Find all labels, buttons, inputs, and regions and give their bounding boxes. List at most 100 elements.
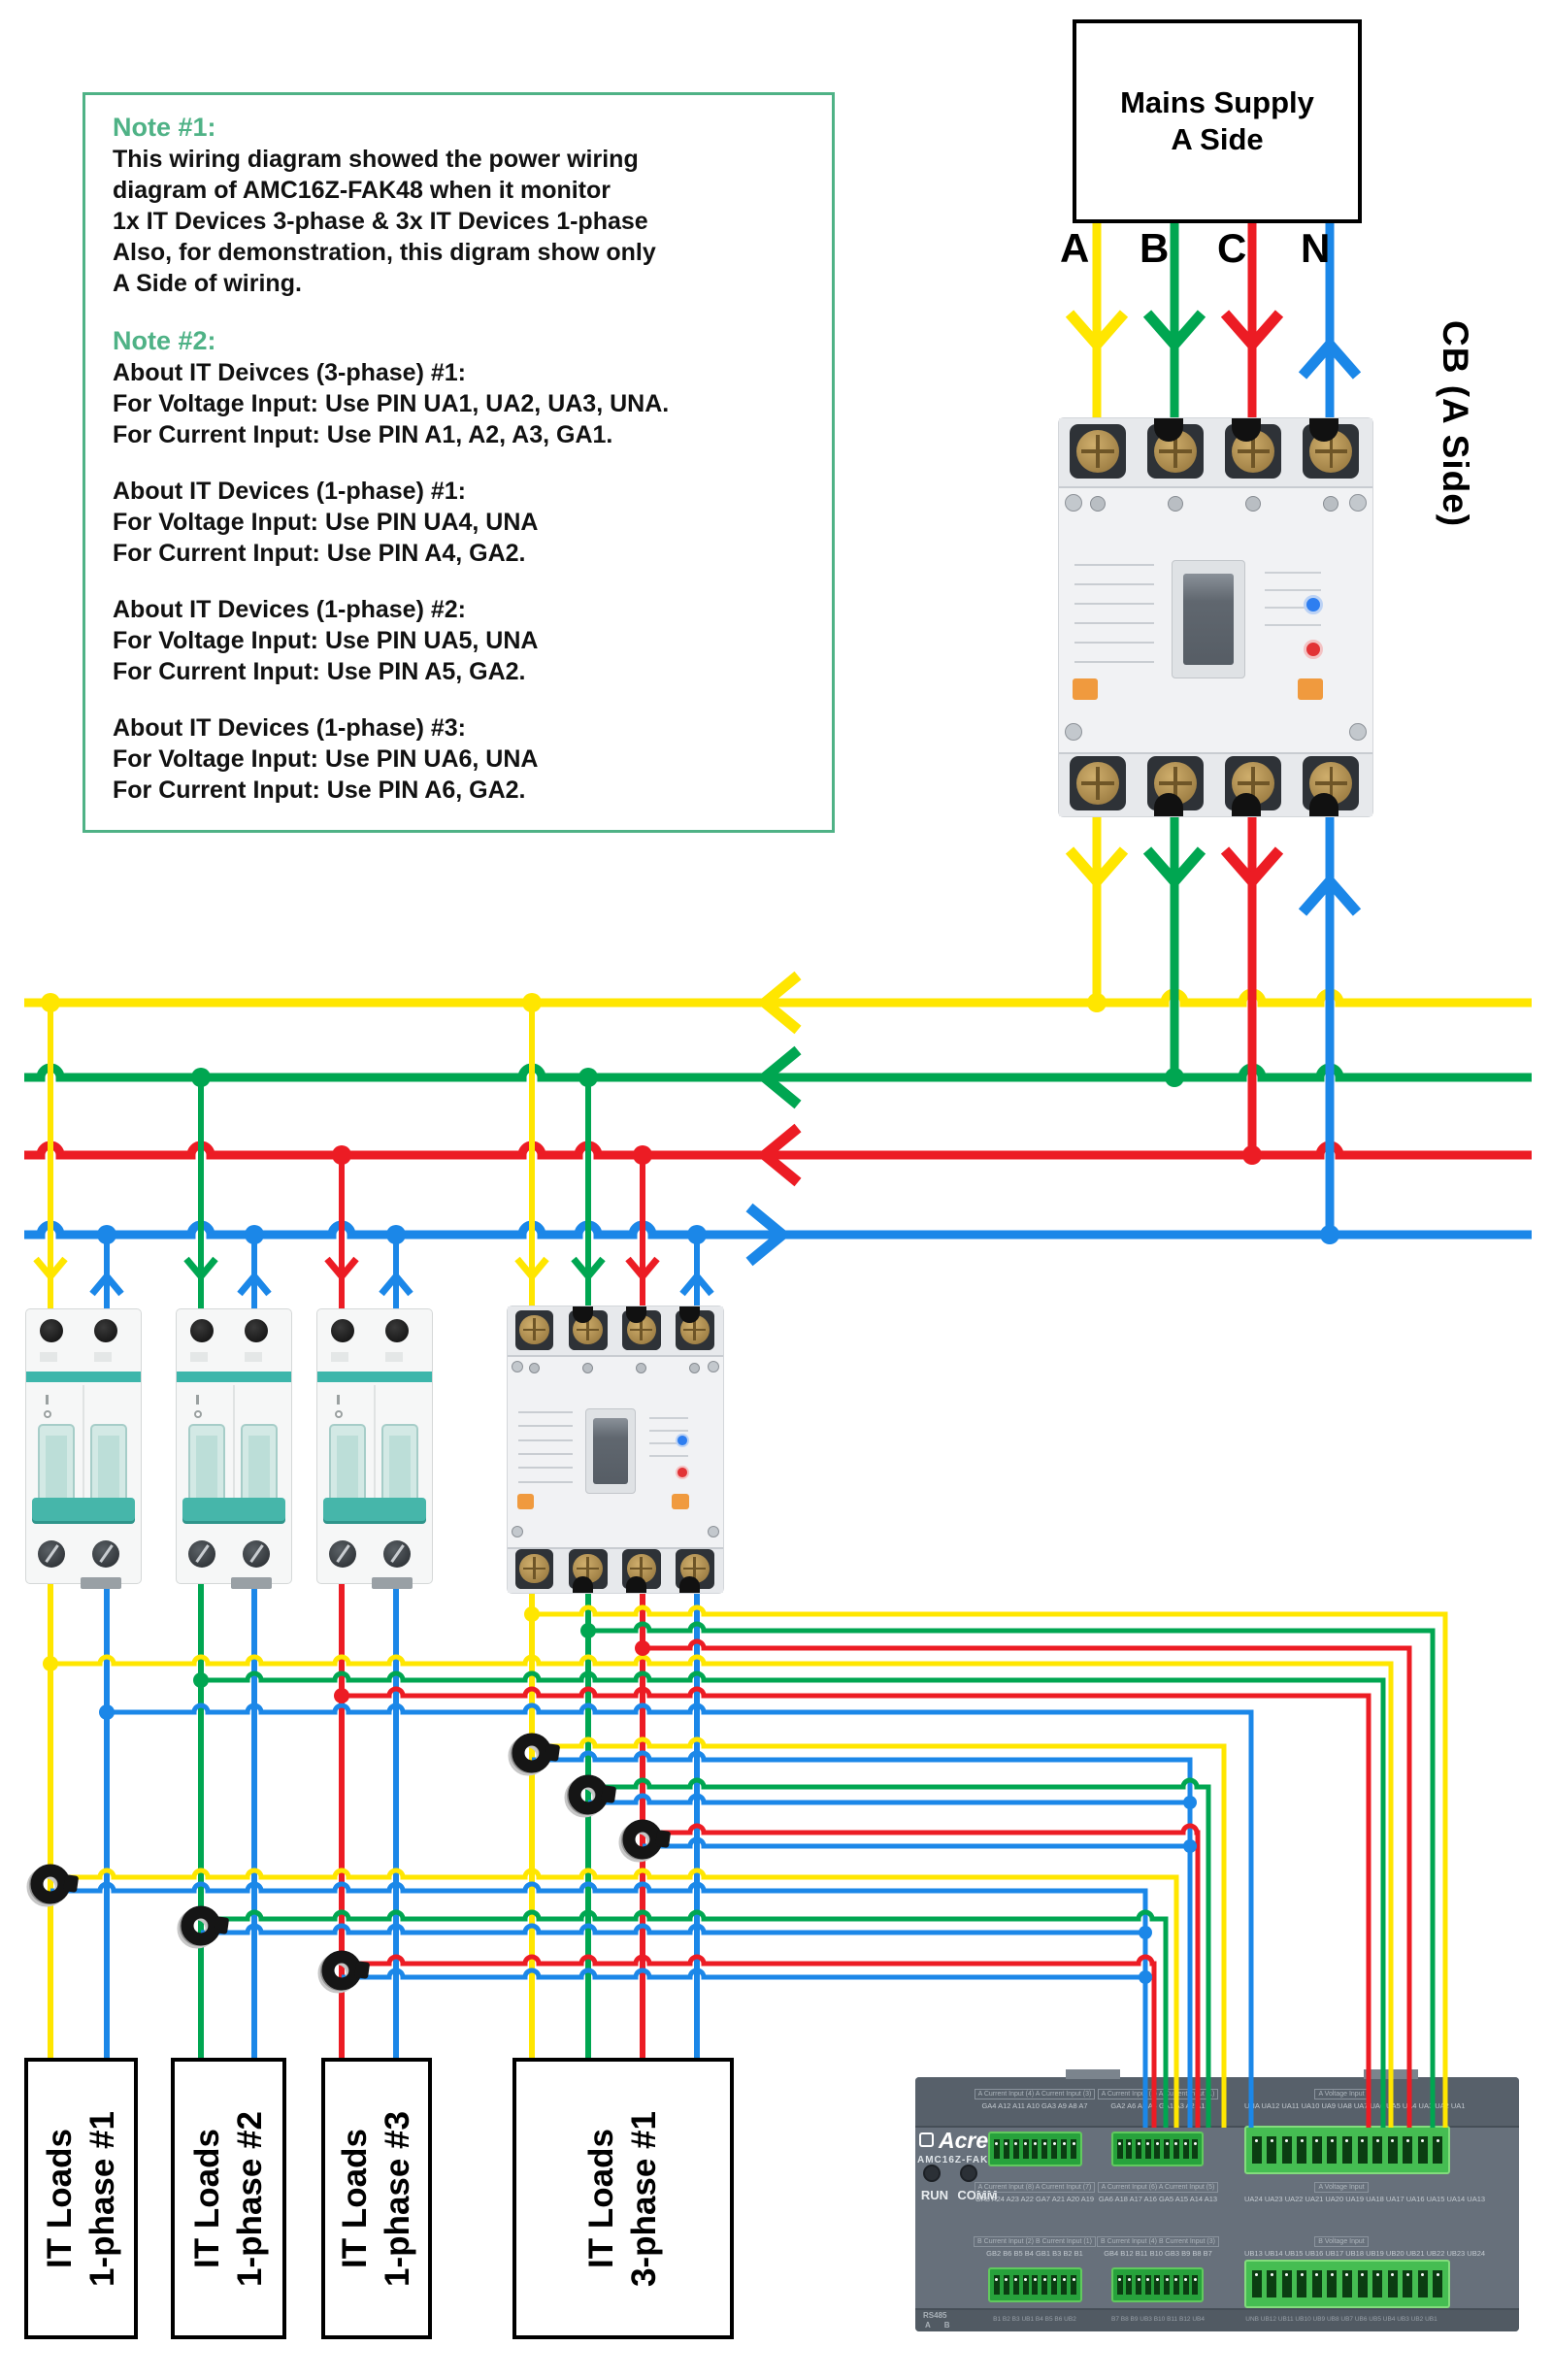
bottom-pins-3: UNB UB12 UB11 UB10 UB9 UB8 UB7 UB6 UB5 U… bbox=[1245, 2316, 1437, 2323]
note-box: Note #1:This wiring diagram showed the p… bbox=[83, 92, 835, 833]
note-line: For Current Input: Use PIN A6, GA2. bbox=[113, 777, 526, 804]
terminal-label-low-pins: GB2 B6 B5 B4 GB1 B3 B2 B1 bbox=[986, 2249, 1083, 2258]
ct-3phase-c-icon bbox=[618, 1819, 671, 1863]
toggle-left-inner bbox=[46, 1436, 67, 1498]
flow-arrow bbox=[324, 1256, 359, 1282]
it-load-label: IT Loads 1-phase #1 bbox=[40, 2110, 121, 2287]
toggle-right-inner bbox=[98, 1436, 119, 1498]
breaker-1phase-2 bbox=[176, 1308, 292, 1589]
toggle-right-inner bbox=[389, 1436, 411, 1498]
top-notch bbox=[573, 1306, 593, 1324]
terminal-slot bbox=[1281, 2136, 1292, 2164]
bottom-screw-icon bbox=[38, 1540, 65, 1568]
meter-top-strip bbox=[915, 2077, 1519, 2128]
note-gap bbox=[113, 687, 822, 712]
note-line: For Current Input: Use PIN A4, GA2. bbox=[113, 540, 526, 567]
top-screw-icon bbox=[331, 1319, 354, 1342]
current-terminal-block-a-top-mid bbox=[1111, 2132, 1204, 2166]
terminal-label-top-group: A Current Input (2) A Current Input (1)G… bbox=[1090, 2083, 1226, 2111]
terminal-slot bbox=[1357, 2270, 1368, 2297]
flow-arrow bbox=[1220, 846, 1284, 890]
junction-dot bbox=[1139, 1970, 1152, 1984]
small-screw-icon bbox=[689, 1362, 701, 1373]
it-load-label: IT Loads 1-phase #2 bbox=[187, 2110, 269, 2287]
seam-line bbox=[83, 1385, 84, 1500]
top-notch bbox=[626, 1306, 646, 1324]
label-line bbox=[1074, 603, 1154, 605]
phase-label-a: A bbox=[1060, 225, 1090, 271]
small-screw-icon bbox=[1168, 496, 1184, 512]
meter-bottom-strip bbox=[915, 2308, 1519, 2331]
label-line bbox=[648, 1441, 688, 1444]
label-line bbox=[648, 1416, 688, 1419]
breaker-1phase-3 bbox=[316, 1308, 433, 1589]
top-notch bbox=[679, 1306, 700, 1324]
flow-arrow bbox=[1065, 310, 1129, 353]
junction-dot bbox=[1183, 1839, 1197, 1853]
terminal-recess bbox=[1070, 424, 1127, 479]
wire-ct5-sec-a5 bbox=[201, 1909, 1169, 2128]
bottom-screw-icon bbox=[92, 1540, 119, 1568]
terminal-label-low-pins: GB4 B12 B11 B10 GB3 B9 B8 B7 bbox=[1104, 2249, 1212, 2258]
acrel-brand: Acrel bbox=[939, 2128, 995, 2153]
mains-supply-box: Mains Supply A Side bbox=[1073, 19, 1362, 223]
junction-dot bbox=[193, 1672, 209, 1688]
small-screw-icon bbox=[1323, 496, 1339, 512]
wire-volt-ua4 bbox=[50, 1654, 1394, 2128]
terminal-label-mid-group: A Current Input (6) A Current Input (5)G… bbox=[1090, 2176, 1226, 2204]
it-load-box-4: IT Loads 3-phase #1 bbox=[512, 2058, 734, 2339]
ct-3phase-a-icon bbox=[508, 1733, 560, 1776]
cb-a-side-label: CB (A Side) bbox=[1436, 320, 1475, 528]
top-notch bbox=[1309, 418, 1338, 442]
mains-supply-line2: A Side bbox=[1171, 122, 1264, 156]
terminal-label-mid-header: A Voltage Input bbox=[1314, 2182, 1369, 2193]
notch bbox=[94, 1352, 112, 1362]
notch bbox=[245, 1352, 262, 1362]
junction-dot bbox=[635, 1640, 650, 1656]
orange-button-right bbox=[672, 1493, 689, 1509]
junction-dot bbox=[332, 1145, 351, 1165]
circuit-breaker-3phase-sub bbox=[507, 1306, 724, 1594]
junction-dot bbox=[1087, 993, 1107, 1012]
junction-dot bbox=[191, 1068, 211, 1087]
wire-volt-una bbox=[107, 1702, 1254, 2128]
label-line bbox=[517, 1438, 574, 1441]
terminal-slot bbox=[1417, 2270, 1428, 2297]
terminal-label-mid-pins: GA6 A18 A17 A16 GA5 A15 A14 A13 bbox=[1098, 2195, 1218, 2203]
top-screw-icon bbox=[190, 1319, 214, 1342]
label-line bbox=[517, 1425, 574, 1428]
flow-arrow bbox=[679, 1271, 714, 1297]
terminal-label-top-pins: GA4 A12 A11 A10 GA3 A9 A8 A7 bbox=[981, 2101, 1088, 2110]
note-line: For Current Input: Use PIN A1, A2, A3, G… bbox=[113, 421, 613, 448]
wire-volt-ua5 bbox=[201, 1670, 1386, 2128]
toggle-left-inner bbox=[337, 1436, 358, 1498]
junction-dot bbox=[41, 993, 60, 1012]
toggle-left-inner bbox=[196, 1436, 217, 1498]
it-load-box-3: IT Loads 1-phase #3 bbox=[321, 2058, 432, 2339]
note-line: For Voltage Input: Use PIN UA1, UA2, UA3… bbox=[113, 390, 670, 417]
bottom-notch bbox=[1154, 793, 1183, 816]
wire-volt-ua6 bbox=[342, 1686, 1371, 2128]
wire-ct5-sec-ga2 bbox=[201, 1923, 1145, 1935]
label-line bbox=[1074, 622, 1154, 624]
terminal-slot bbox=[1041, 2139, 1048, 2159]
flow-arrow bbox=[183, 1256, 218, 1282]
flow-arrow bbox=[379, 1271, 413, 1297]
terminal-slot bbox=[1144, 2275, 1151, 2295]
ct-3phase-b-icon bbox=[564, 1774, 616, 1818]
brass-screw-icon bbox=[519, 1553, 549, 1583]
terminal-slot bbox=[1281, 2270, 1292, 2297]
top-notch bbox=[1154, 418, 1183, 442]
acrel-logo-icon bbox=[919, 2132, 934, 2147]
terminal-slot bbox=[1126, 2139, 1133, 2159]
junction-dot bbox=[99, 1704, 115, 1720]
blue-test-button bbox=[1304, 595, 1323, 614]
off-mark-icon bbox=[194, 1410, 202, 1418]
notch bbox=[385, 1352, 403, 1362]
terminal-slot bbox=[1154, 2139, 1161, 2159]
junction-dot bbox=[522, 993, 542, 1012]
flow-arrow bbox=[514, 1256, 549, 1282]
note-line: This wiring diagram showed the power wir… bbox=[113, 146, 639, 173]
flow-arrow bbox=[1142, 846, 1206, 890]
